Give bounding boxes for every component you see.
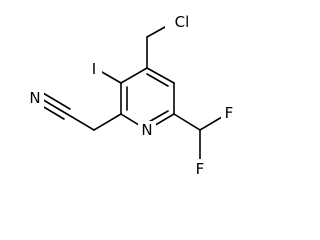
bond-ch2-cn	[66, 113, 95, 131]
atom-f-top: F	[221, 103, 237, 123]
atom-label-cl: Cl	[175, 13, 190, 31]
atom-label-i: I	[92, 60, 96, 78]
atom-i: I	[86, 59, 102, 79]
atom-n-cyano: N	[26, 88, 44, 108]
bond-c2-ch2cn	[93, 113, 122, 131]
atom-n-ring: N	[138, 121, 156, 141]
atom-label-n-ring: N	[141, 121, 152, 139]
molecule-structure: Cl I N N F F	[26, 12, 237, 179]
bond-c3-c4	[120, 67, 148, 84]
bond-c4-c5	[146, 67, 175, 84]
atom-label-f-top: F	[225, 104, 234, 122]
atom-label-f-bottom: F	[196, 160, 205, 178]
atom-label-n-cyano: N	[29, 89, 40, 107]
atom-cl: Cl	[165, 12, 191, 32]
bond-triple-3	[42, 92, 71, 110]
bond-triple-1	[39, 97, 68, 115]
bond-c6-chf2	[173, 113, 201, 131]
bond-c4-c5-inner	[146, 73, 169, 87]
substituents	[36, 21, 228, 162]
atom-f-bottom: F	[192, 159, 208, 179]
